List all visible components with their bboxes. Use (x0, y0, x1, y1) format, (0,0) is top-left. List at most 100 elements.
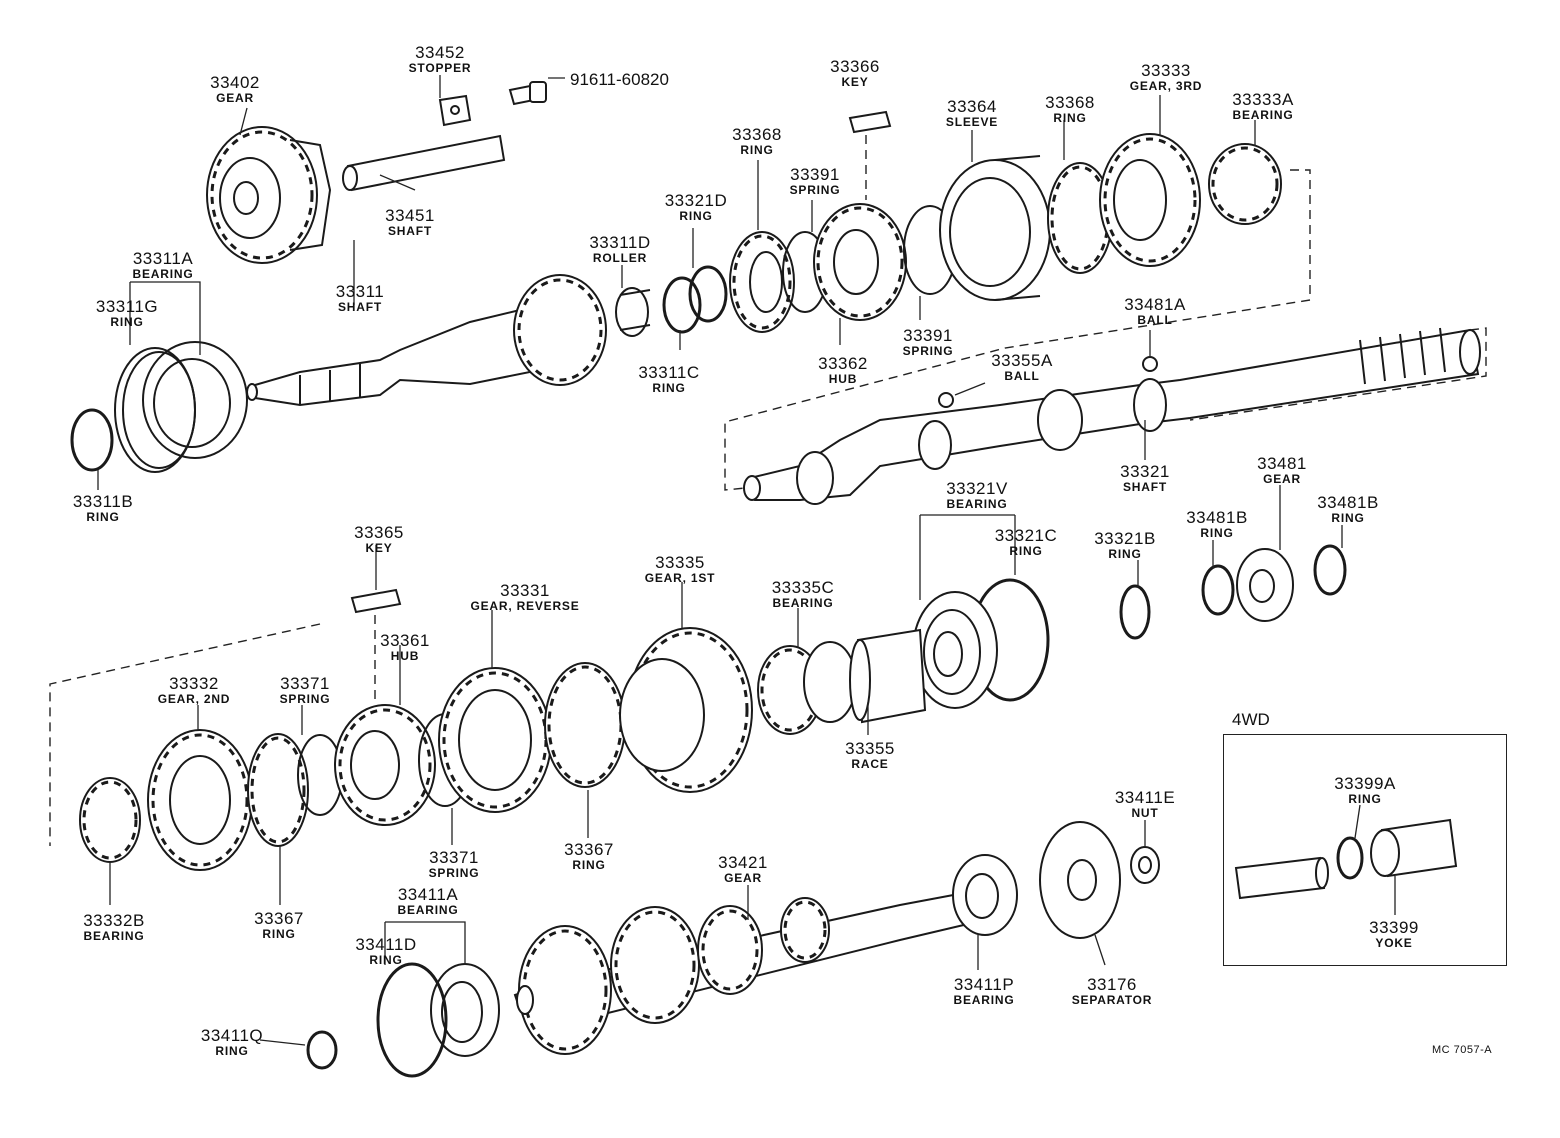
part-91611-bolt-drawing (508, 81, 547, 106)
part-33411Q-ring-drawing (306, 1030, 338, 1070)
part-33399A-ring-drawing (1336, 836, 1364, 880)
part-33365-key-drawing (350, 588, 402, 700)
part-33368-ring-left-drawing (729, 231, 795, 333)
part-33311D-roller-drawing (615, 287, 651, 337)
part-33335C-bearing-drawing (757, 641, 857, 735)
part-33367-ring-left-drawing (247, 733, 309, 847)
part-33321V-bearing-drawing (912, 591, 998, 709)
part-33311C-ring-drawing (662, 276, 702, 334)
part-33332B-bearing-drawing (79, 777, 141, 863)
part-33451-shaft-drawing (342, 134, 506, 192)
inset-4wd-title: 4WD (1232, 710, 1270, 729)
part-33311B-ring-drawing (70, 408, 114, 472)
part-33311G-ring-drawing (114, 347, 196, 473)
part-33411E-nut-drawing (1130, 846, 1160, 884)
part-33481-gear-drawing (1236, 548, 1294, 622)
part-33332-gear-2nd-drawing (147, 729, 253, 871)
part-33333A-bearing-drawing (1208, 143, 1282, 225)
leader-lines (97, 75, 1396, 1046)
alignment-line-lower (49, 623, 321, 846)
inset-4wd-box (1223, 734, 1507, 966)
alignment-line-right (1189, 327, 1487, 421)
part-33321D-ring-drawing (688, 265, 728, 323)
part-33355-race-drawing (849, 628, 927, 724)
part-33335-gear-1st-drawing (619, 627, 753, 793)
alignment-line-upper (724, 169, 1311, 491)
part-33452-stopper-drawing (438, 94, 472, 127)
part-4wd-shaft-drawing (1234, 856, 1329, 900)
part-33411A-bearing-drawing (430, 963, 500, 1057)
part-33411D-ring-drawing (376, 962, 448, 1078)
part-33367-ring-right-drawing (544, 662, 626, 788)
figure-reference: MC 7057-A (1432, 1044, 1493, 1056)
part-33362-hub-drawing (813, 203, 907, 321)
part-33421-gear-drawing (513, 888, 987, 1055)
part-33481B-ring-left-drawing (1201, 564, 1235, 616)
part-33311-shaft-drawing (142, 274, 607, 459)
part-33355A-ball-drawing (938, 392, 954, 408)
part-33176-separator-drawing (1039, 821, 1121, 939)
part-33333-gear-3rd-drawing (1099, 133, 1201, 267)
part-33481B-ring-right-drawing (1313, 544, 1347, 596)
part-33361-hub-drawing (334, 704, 436, 826)
part-33321-shaft-drawing (743, 327, 1481, 505)
part-33481A-ball-drawing (1142, 356, 1158, 372)
part-33364-sleeve-drawing (939, 155, 1051, 301)
part-33399-yoke-drawing (1370, 818, 1458, 878)
part-33321B-ring-drawing (1119, 584, 1151, 640)
label-91611-60820: 91611-60820 (570, 70, 669, 89)
part-33402-gear-drawing (206, 126, 332, 264)
part-33331-gear-reverse-drawing (438, 667, 552, 813)
